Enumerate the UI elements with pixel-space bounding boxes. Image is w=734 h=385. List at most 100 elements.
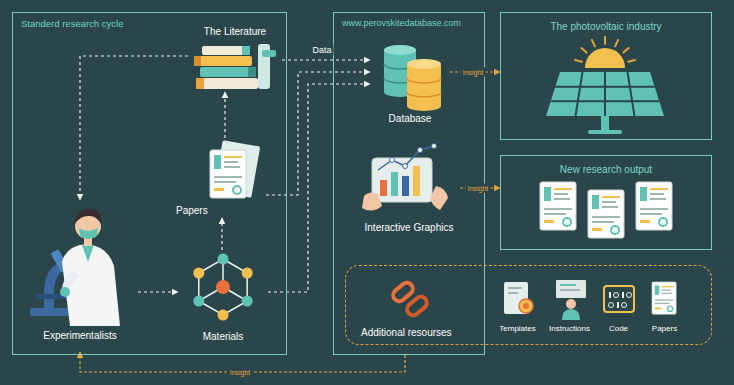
solar-panel-illustration	[601, 116, 609, 130]
solar-panel-illustration	[546, 37, 664, 134]
code-icon	[614, 293, 619, 298]
scientist-illustration	[60, 287, 70, 297]
chart-tablet-illustration	[378, 146, 434, 170]
flow-arrow	[268, 84, 370, 292]
node-label: Templates	[499, 324, 535, 334]
flow-arrow	[80, 56, 188, 200]
database-illustration	[384, 45, 416, 55]
solar-panel-illustration	[588, 130, 622, 134]
instruction-icon	[560, 284, 576, 286]
section-panel: Standerd research cycleThe LiteraturePap…	[12, 12, 287, 355]
node-label: Experimentalists	[43, 330, 116, 342]
molecule-illustration	[218, 310, 229, 321]
panel-heading: www.perovskitedatabase.com	[342, 18, 461, 29]
chain-link-icon	[405, 294, 430, 317]
chart-tablet-illustration	[403, 164, 408, 169]
website-panel: www.perovskitedatabase.comDatabaseIntera…	[333, 12, 485, 355]
flow-arrow	[266, 72, 370, 195]
solar-panel-illustration	[551, 72, 660, 116]
node-label: Materials	[203, 331, 244, 343]
chart-tablet-illustration	[380, 180, 387, 196]
molecule-illustration	[199, 259, 247, 301]
solar-panel-illustration	[576, 72, 583, 116]
industry-box: The photovoltaic industry	[500, 12, 712, 140]
template-icon	[504, 282, 533, 314]
paper-icon	[652, 282, 676, 314]
resource-item: Instructions	[544, 275, 596, 335]
chart-tablet-illustration	[391, 172, 398, 196]
materials-node: Materials	[178, 250, 268, 345]
code-icon	[604, 286, 634, 312]
books-illustration	[196, 78, 204, 89]
code-icon	[609, 292, 611, 298]
flow-arrow	[224, 92, 225, 138]
experimentalists-node: Experimentalists	[22, 200, 138, 352]
edge-label: Insight	[466, 184, 491, 193]
scientist-illustration	[79, 228, 98, 239]
chart-tablet-illustration	[432, 144, 437, 149]
solar-panel-illustration	[575, 60, 582, 62]
resource-item: Templates	[494, 275, 542, 335]
books-illustration	[248, 67, 256, 77]
papers-illustration	[210, 140, 260, 198]
resources-region: Additional resoursesTemplatesInstruction…	[345, 265, 712, 345]
books-illustration	[194, 56, 201, 66]
code-icon	[609, 303, 614, 308]
edge-label: Insight	[228, 368, 253, 377]
instruction-icon	[562, 309, 580, 320]
node-label: Database	[389, 113, 432, 125]
molecule-illustration	[216, 280, 230, 294]
solar-panel-illustration	[546, 72, 664, 116]
instruction-icon	[566, 299, 576, 309]
chart-tablet-illustration	[418, 148, 423, 153]
database-illustration	[407, 78, 441, 97]
node-label: Interactive Graphics	[365, 222, 454, 234]
node-label: Instructions	[549, 324, 590, 334]
database-illustration	[384, 45, 441, 111]
molecule-illustration	[242, 268, 253, 279]
node-label: The Literature	[204, 26, 266, 38]
molecule-illustration	[218, 254, 229, 265]
papers-node: Papers	[172, 138, 266, 218]
scientist-illustration	[30, 209, 120, 326]
solar-panel-illustration	[628, 60, 635, 62]
chart-tablet-illustration	[430, 186, 448, 210]
literature-node: The Literature	[188, 26, 282, 92]
solar-panel-illustration	[623, 48, 628, 53]
chain-link-icon	[391, 280, 430, 317]
books-illustration	[262, 50, 276, 57]
scientist-illustration	[75, 209, 101, 224]
chart-tablet-illustration	[402, 176, 409, 196]
books-illustration	[194, 56, 252, 66]
instruction-icon	[556, 280, 586, 298]
edge-label: Insight	[461, 68, 486, 77]
resource-item: Papers	[642, 275, 688, 335]
molecule-illustration	[193, 268, 204, 279]
database-illustration	[407, 64, 441, 111]
panel-heading: Standerd research cycle	[21, 18, 123, 29]
solar-panel-illustration	[585, 48, 625, 68]
template-icon	[508, 287, 522, 289]
edge-label: Data	[310, 45, 333, 56]
flow-arrow	[221, 218, 222, 250]
instruction-icon	[556, 280, 586, 320]
chart-tablet-illustration	[390, 158, 395, 163]
papers-output-illustration	[588, 190, 624, 238]
molecule-illustration	[193, 296, 204, 307]
solar-panel-illustration	[581, 48, 586, 53]
panel-heading: New research output	[560, 164, 652, 176]
solar-panel-illustration	[604, 37, 606, 44]
books-illustration	[196, 78, 258, 89]
database-node: Database	[370, 40, 450, 125]
template-icon	[508, 292, 518, 294]
chart-tablet-illustration	[413, 166, 420, 196]
chart-tablet-illustration	[362, 144, 448, 211]
molecule-illustration	[199, 259, 247, 315]
flow-arrow	[282, 59, 370, 60]
code-icon	[604, 286, 634, 312]
flow-arrow	[138, 291, 178, 292]
code-icon	[622, 292, 624, 298]
molecule-illustration	[242, 296, 253, 307]
books-illustration	[200, 67, 256, 77]
